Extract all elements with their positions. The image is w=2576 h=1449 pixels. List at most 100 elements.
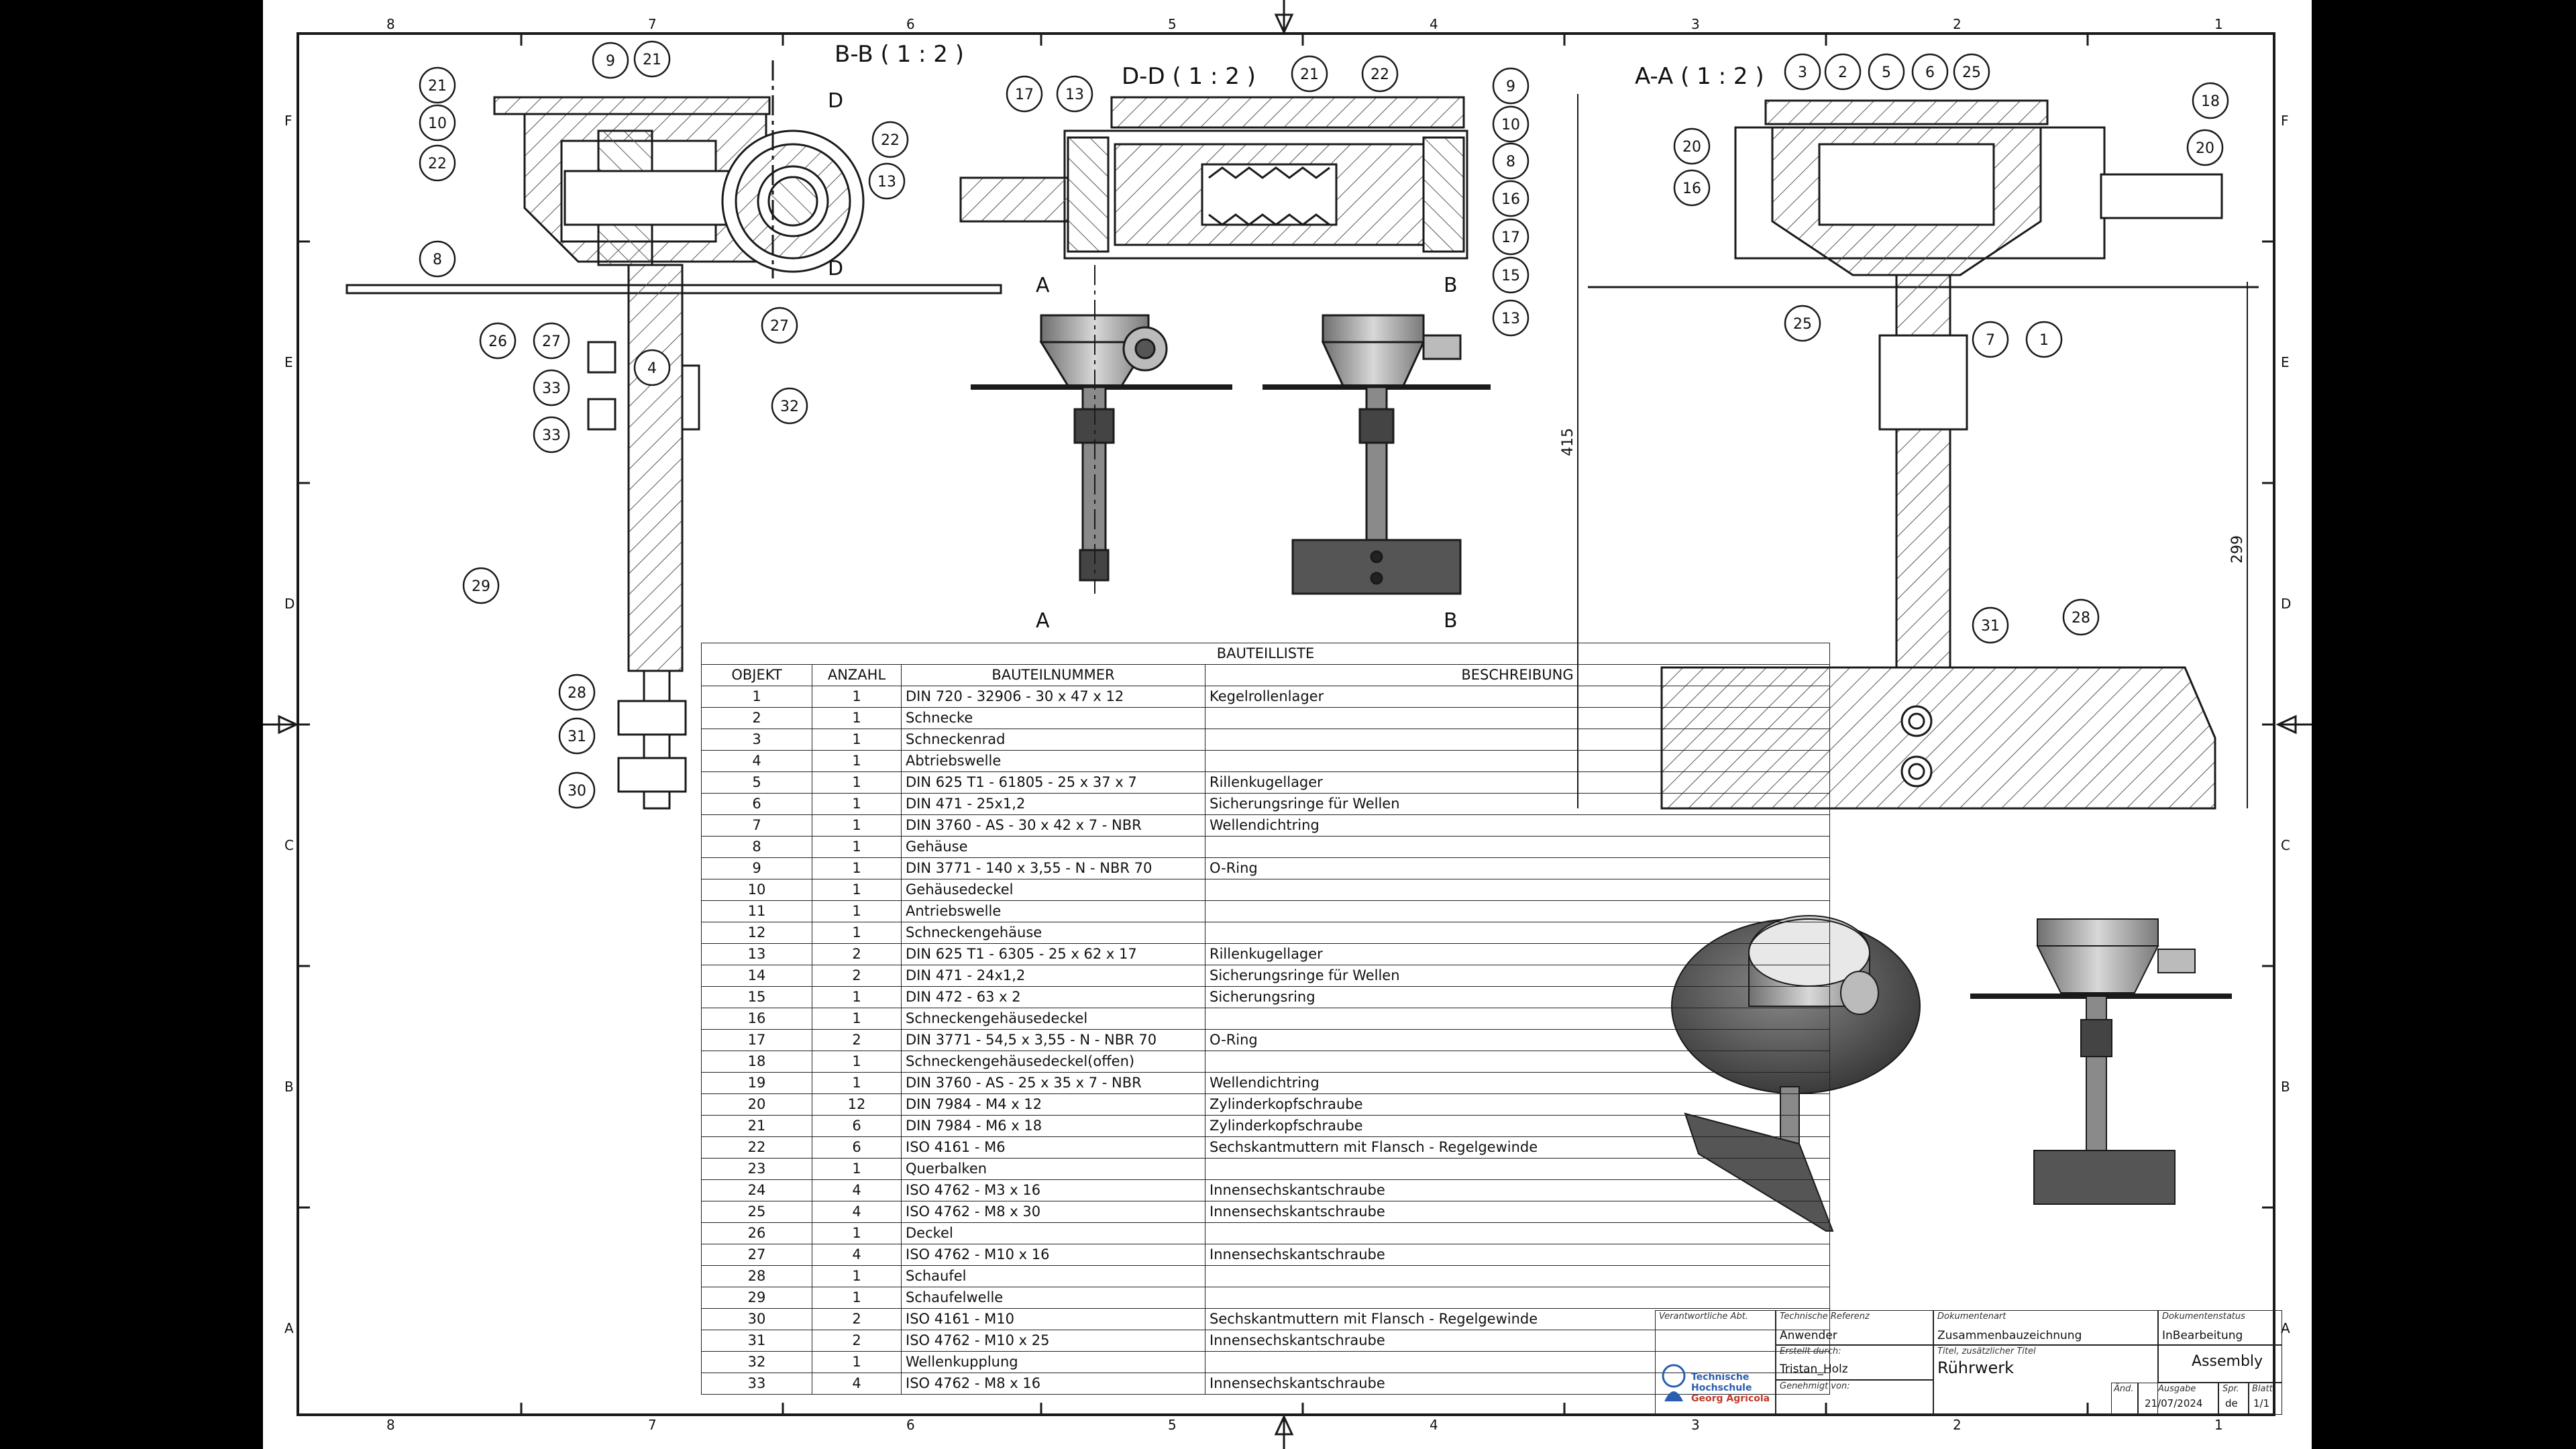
balloon-label: 3 — [1798, 64, 1807, 81]
part-anzahl: 1 — [812, 750, 902, 772]
balloon-label: 17 — [1501, 229, 1520, 246]
balloon-label: 1 — [2039, 332, 2049, 349]
balloon-label: 29 — [472, 578, 490, 595]
col-beschreibung: BESCHREIBUNG — [1205, 664, 1830, 686]
zone-column-2-bottom: 2 — [1953, 1417, 1962, 1433]
balloon-label: 13 — [1501, 311, 1520, 327]
balloon: 33 — [533, 416, 570, 453]
balloon-label: 28 — [2072, 610, 2090, 627]
part-bauteilnummer: Querbalken — [901, 1158, 1205, 1180]
part-anzahl: 2 — [812, 943, 902, 965]
balloon-label: 30 — [568, 783, 586, 800]
part-bauteilnummer: DIN 720 - 32906 - 30 x 47 x 12 — [901, 686, 1205, 708]
part-beschreibung: Rillenkugellager — [1205, 943, 1830, 965]
tb-verantwortliche-cell — [1655, 1310, 1776, 1415]
part-anzahl: 1 — [812, 900, 902, 922]
zone-row-D-left: D — [284, 596, 295, 612]
balloon: 22 — [871, 121, 909, 158]
part-objekt: 21 — [701, 1115, 812, 1137]
balloon: 2 — [1824, 53, 1862, 91]
part-objekt: 26 — [701, 1222, 812, 1244]
part-objekt: 5 — [701, 771, 812, 794]
logo-line-3: Georg Agricola — [1691, 1393, 1770, 1404]
part-bauteilnummer: Gehäuse — [901, 836, 1205, 858]
balloon-label: 10 — [1501, 117, 1520, 133]
balloon: 22 — [419, 144, 456, 182]
balloon: 1 — [2025, 321, 2063, 358]
part-objekt: 24 — [701, 1179, 812, 1201]
balloon: 10 — [419, 104, 456, 142]
zone-column-6-top: 6 — [906, 16, 915, 32]
part-beschreibung — [1205, 729, 1830, 751]
title-block: Verantwortliche Abt. Technische Hochschu… — [1655, 1310, 2282, 1415]
balloon-label: 6 — [1925, 64, 1935, 81]
part-anzahl: 1 — [812, 836, 902, 858]
part-beschreibung: Sechskantmuttern mit Flansch - Regelgewi… — [1205, 1136, 1830, 1159]
balloon: 32 — [771, 387, 808, 425]
part-anzahl: 1 — [812, 771, 902, 794]
balloon-label: 22 — [881, 132, 900, 149]
part-beschreibung: Innensechskantschraube — [1205, 1244, 1830, 1266]
cut-d-bottom: D — [828, 257, 843, 280]
part-objekt: 9 — [701, 857, 812, 879]
balloon: 8 — [419, 240, 456, 278]
part-beschreibung — [1205, 1351, 1830, 1373]
dimension-415: 415 — [1560, 428, 1576, 456]
balloon: 7 — [1972, 321, 2009, 358]
tb-erstellt-cell — [1776, 1345, 1933, 1380]
zone-column-7-bottom: 7 — [648, 1417, 657, 1433]
tb-assembly-cell — [2158, 1345, 2282, 1383]
part-beschreibung: Innensechskantschraube — [1205, 1373, 1830, 1395]
zone-row-E-left: E — [284, 354, 293, 370]
zone-column-2-top: 2 — [1953, 16, 1962, 32]
part-beschreibung: Wellendichtring — [1205, 814, 1830, 837]
part-beschreibung — [1205, 1051, 1830, 1073]
part-bauteilnummer: DIN 472 - 63 x 2 — [901, 986, 1205, 1008]
part-beschreibung — [1205, 1158, 1830, 1180]
tb-ausgabe-value: 21/07/2024 — [2145, 1397, 2203, 1409]
part-anzahl: 4 — [812, 1179, 902, 1201]
part-bauteilnummer: Schneckengehäusedeckel — [901, 1008, 1205, 1030]
part-bauteilnummer: DIN 7984 - M4 x 12 — [901, 1093, 1205, 1116]
balloon-label: 32 — [780, 398, 799, 415]
balloon-label: 7 — [1986, 332, 1995, 349]
balloon: 31 — [1972, 606, 2009, 644]
part-objekt: 3 — [701, 729, 812, 751]
tb-genehmigt-label: Genehmigt von: — [1780, 1381, 1850, 1391]
part-beschreibung — [1205, 900, 1830, 922]
balloon: 13 — [868, 162, 906, 200]
balloon-label: 22 — [1371, 66, 1389, 83]
part-bauteilnummer: Wellenkupplung — [901, 1351, 1205, 1373]
balloon-label: 17 — [1015, 87, 1034, 103]
tb-erstellt-value: Tristan_Holz — [1780, 1362, 1848, 1376]
part-bauteilnummer: ISO 4762 - M8 x 16 — [901, 1373, 1205, 1395]
part-objekt: 33 — [701, 1373, 812, 1395]
part-bauteilnummer: DIN 471 - 25x1,2 — [901, 793, 1205, 815]
balloon: 26 — [479, 322, 517, 360]
part-beschreibung — [1205, 1008, 1830, 1030]
part-beschreibung: O-Ring — [1205, 1029, 1830, 1051]
dimension-299: 299 — [2229, 535, 2246, 564]
part-objekt: 16 — [701, 1008, 812, 1030]
tb-dokumentenart-label: Dokumentenart — [1937, 1311, 2006, 1322]
tb-aend-cell — [2111, 1383, 2138, 1415]
zone-column-4-bottom: 4 — [1430, 1417, 1438, 1433]
balloon: 13 — [1492, 299, 1529, 337]
tb-dokumentenart-cell — [1933, 1310, 2158, 1345]
side-view-a — [971, 265, 1232, 594]
zone-column-5-bottom: 5 — [1168, 1417, 1177, 1433]
